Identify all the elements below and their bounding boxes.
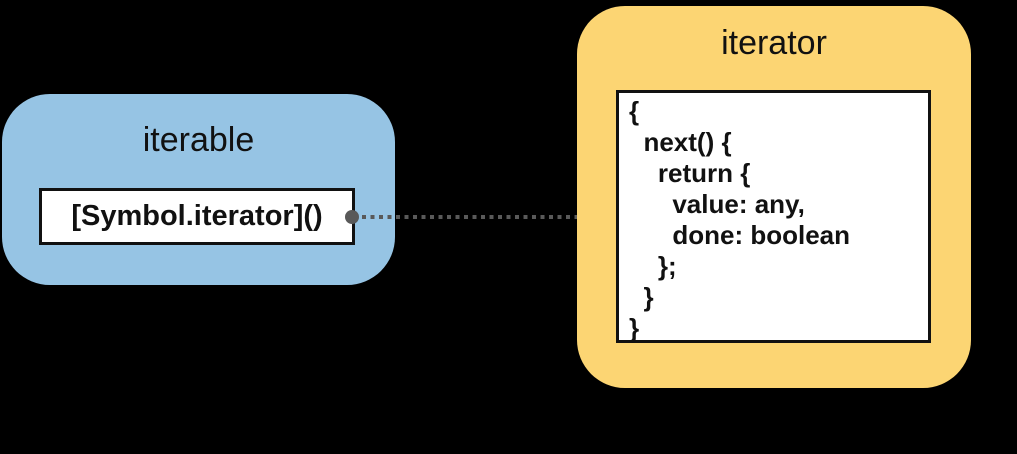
iterator-code-box: { next() { return { value: any, done: bo… bbox=[616, 90, 931, 343]
code-line: value: any, bbox=[629, 189, 805, 219]
iterable-title: iterable bbox=[142, 121, 255, 159]
code-line: } bbox=[629, 313, 640, 343]
code-line: { bbox=[629, 96, 640, 126]
code-line: } bbox=[629, 282, 654, 312]
symbol-iterator-label: [Symbol.iterator]() bbox=[71, 200, 323, 232]
iterable-box: iterable [Symbol.iterator]() bbox=[2, 94, 395, 285]
code-line: return { bbox=[629, 158, 751, 188]
iterator-box: iterator { next() { return { value: any,… bbox=[577, 6, 971, 388]
code-line: }; bbox=[629, 251, 677, 281]
code-line: next() { bbox=[629, 127, 732, 157]
code-line: done: boolean bbox=[629, 220, 850, 250]
symbol-iterator-box: [Symbol.iterator]() bbox=[39, 188, 355, 245]
iterator-title: iterator bbox=[721, 24, 827, 62]
arrow-start-dot bbox=[345, 210, 359, 224]
